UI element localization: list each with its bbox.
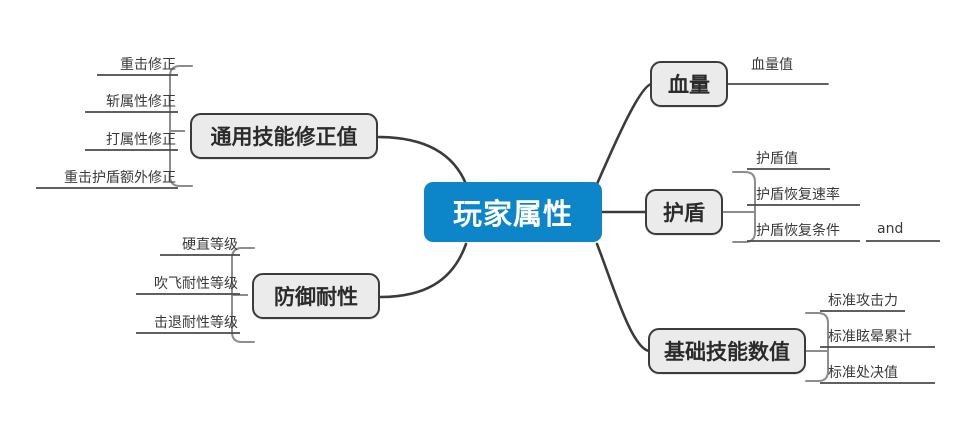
leaf-base-standard-attack-power[interactable]: 标准攻击力 <box>828 293 898 309</box>
leaf-defense-blowback-resist-level[interactable]: 吹飞耐性等级 <box>154 276 238 292</box>
edge-root-to-baseskill <box>595 242 652 353</box>
leaf-defense-knockback-resist-level[interactable]: 击退耐性等级 <box>154 315 238 331</box>
branch-node-base-skill-values[interactable]: 基础技能数值 <box>648 328 806 374</box>
bracket-shield <box>732 171 756 243</box>
edge-root-to-general <box>376 135 468 186</box>
branch-node-hp[interactable]: 血量 <box>650 61 728 107</box>
root-node-player-attributes[interactable]: 玩家属性 <box>424 182 602 242</box>
leaf-base-standard-execution-value[interactable]: 标准处决值 <box>828 365 898 381</box>
branch-node-general-skill-modifier[interactable]: 通用技能修正值 <box>190 113 378 159</box>
leaf-base-standard-stun-accumulation[interactable]: 标准眩晕累计 <box>828 329 912 345</box>
leaf-shield-value[interactable]: 护盾值 <box>756 151 798 167</box>
leaf-general-heavy-shield-extra-modifier[interactable]: 重击护盾额外修正 <box>64 170 176 186</box>
leaf-shield-recovery-condition[interactable]: 护盾恢复条件 <box>756 223 840 239</box>
leaf-shield-recovery-rate[interactable]: 护盾恢复速率 <box>756 187 840 203</box>
branch-node-defense-resistance[interactable]: 防御耐性 <box>252 273 380 319</box>
leaf-general-slash-attribute-modifier[interactable]: 斩属性修正 <box>106 94 176 110</box>
leaf-shield-and[interactable]: and <box>877 221 904 237</box>
leaf-general-strike-attribute-modifier[interactable]: 打属性修正 <box>106 132 176 148</box>
edge-root-to-hp <box>595 82 654 186</box>
edge-root-to-defense <box>378 242 468 299</box>
branch-node-shield[interactable]: 护盾 <box>645 189 723 235</box>
leaf-general-heavy-attack-modifier[interactable]: 重击修正 <box>120 57 176 73</box>
leaf-hp-value[interactable]: 血量值 <box>751 57 793 73</box>
bracket-baseskill <box>805 312 829 382</box>
leaf-defense-stagger-level[interactable]: 硬直等级 <box>182 237 238 253</box>
